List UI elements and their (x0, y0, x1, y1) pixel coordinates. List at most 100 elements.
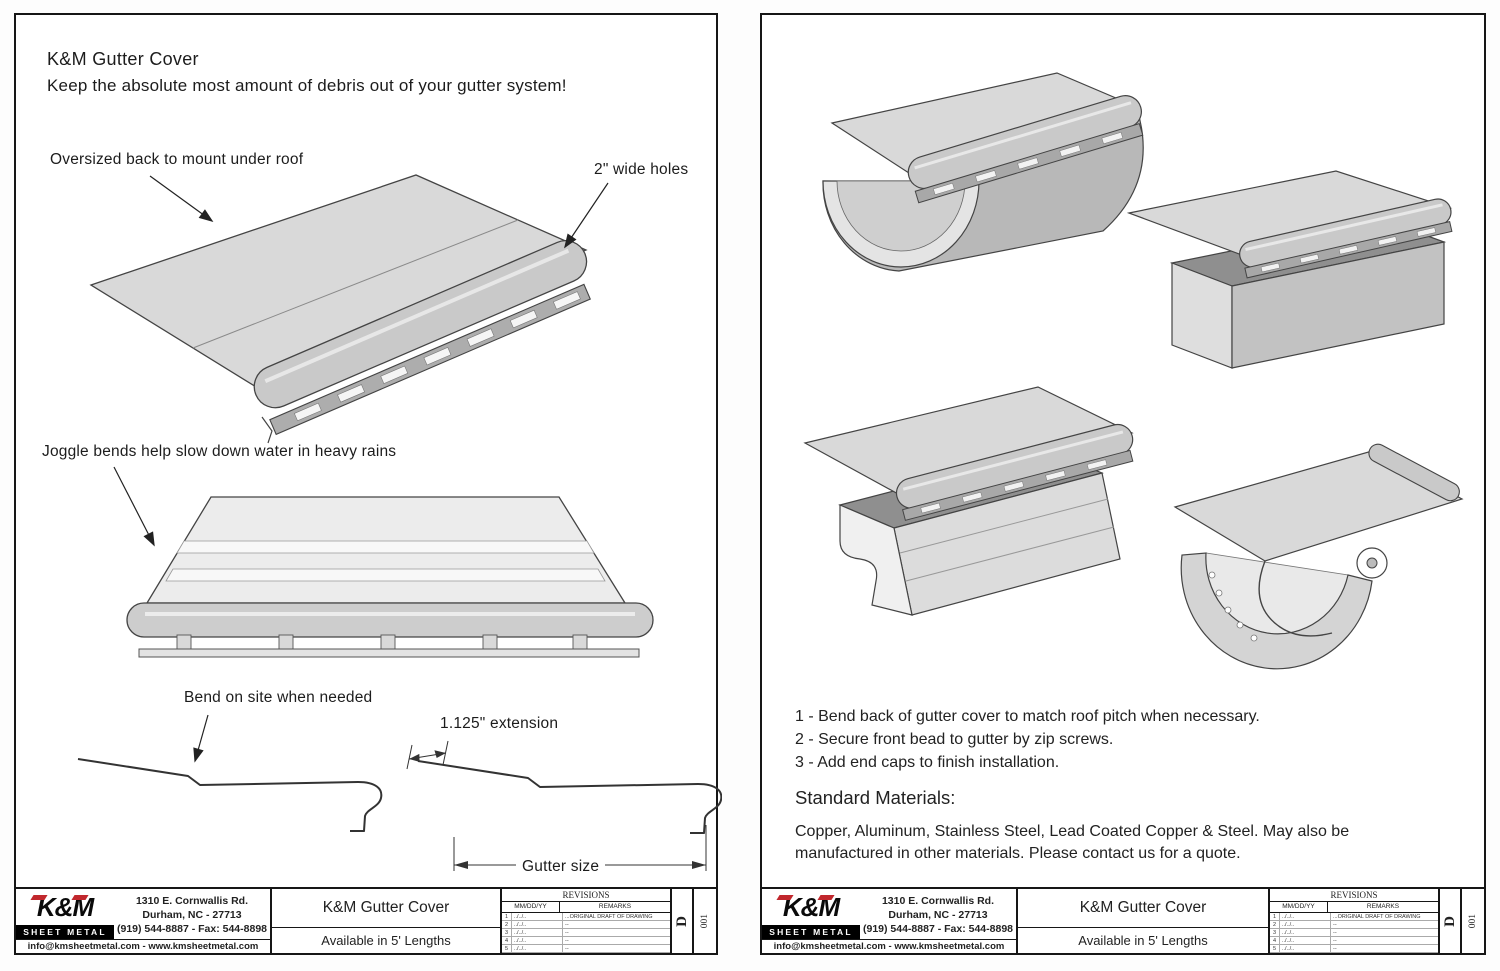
half-round-gutter-drawing (822, 72, 1144, 272)
hanger-clip (1356, 547, 1388, 579)
drawing-title-cell: K&M Gutter Cover Available in 5' Lengths (1018, 889, 1270, 953)
joggle-band-1 (176, 540, 595, 554)
label-extension-dim: 1.125" extension (440, 715, 559, 732)
address-line-1: 1310 E. Cornwallis Rd. (135, 895, 249, 907)
gutter-front-face (1231, 241, 1445, 369)
sheet-letter-cell: D (672, 889, 694, 953)
address-line-2: Durham, NC - 27713 (888, 909, 988, 921)
address-line-3: (919) 544-8887 - Fax: 544-8898 (116, 923, 267, 935)
label-gutter-size-dim: Gutter size (516, 858, 606, 876)
materials-heading: Standard Materials: (795, 787, 956, 808)
address-line-1: 1310 E. Cornwallis Rd. (881, 895, 995, 907)
hanger-rail (138, 648, 640, 658)
revision-row: 1../../.....ORIGINAL DRAFT OF DRAWING (1270, 913, 1438, 921)
cover-back-sheet (1173, 450, 1464, 562)
label-oversized-back: Oversized back to mount under roof (50, 151, 304, 168)
drawing-title: K&M Gutter Cover (272, 889, 500, 928)
tab (380, 634, 396, 651)
end-hook (261, 416, 273, 444)
revision-row: 3../../..-- (502, 929, 670, 937)
revisions-table: REVISIONS MM/DD/YY REMARKS 1../../.....O… (1270, 889, 1440, 953)
front-bead (895, 423, 1134, 509)
installation-instructions: 1 - Bend back of gutter cover to match r… (795, 705, 1260, 774)
profile-left (77, 758, 383, 832)
gutter-end-cap (839, 504, 913, 616)
sheet-number-cell: 001 (1462, 889, 1484, 953)
instruction-3: 3 - Add end caps to finish installation. (795, 754, 1060, 771)
rivet-hole (1208, 571, 1216, 579)
tab (176, 634, 192, 651)
drawing-title-cell: K&M Gutter Cover Available in 5' Lengths (272, 889, 502, 953)
drawing-subtitle: Available in 5' Lengths (321, 933, 451, 948)
fold-line (192, 219, 519, 349)
drawing-subtitle: Available in 5' Lengths (1078, 933, 1208, 948)
title-block-company: K&M SHEET METAL 1310 E. Cornwallis Rd. D… (16, 889, 272, 953)
revisions-title: REVISIONS (1270, 889, 1438, 902)
rivet-hole (1250, 634, 1258, 642)
revision-row: 1../../.....ORIGINAL DRAFT OF DRAWING (502, 913, 670, 921)
revision-row: 2../../..-- (502, 921, 670, 929)
rivet-hole (1224, 606, 1232, 614)
cover-back-sheet (803, 386, 1134, 496)
revision-row: 3../../..-- (1270, 929, 1438, 937)
joggle-band-2 (165, 568, 606, 582)
tab (572, 634, 588, 651)
instruction-1: 1 - Bend back of gutter cover to match r… (795, 708, 1260, 725)
revisions-table: REVISIONS MM/DD/YY REMARKS 1../../.....O… (502, 889, 672, 953)
revisions-col-remarks: REMARKS (598, 903, 632, 910)
sheet-number-cell: 001 (694, 889, 716, 953)
perforated-strip (1244, 221, 1453, 279)
rolled-edge (1368, 443, 1460, 502)
revision-row: 5../../..-- (502, 945, 670, 953)
label-joggle-bends: Joggle bends help slow down water in hea… (42, 443, 397, 460)
contact-line: info@kmsheetmetal.com - www.kmsheetmetal… (762, 939, 1016, 953)
front-view-drawing (126, 496, 654, 658)
title-block: K&M SHEET METAL 1310 E. Cornwallis Rd. D… (16, 887, 716, 953)
revisions-col-remarks: REMARKS (1366, 903, 1400, 910)
profile-drawings (77, 740, 722, 871)
cover-curve (1258, 560, 1333, 637)
perforated-strip (269, 283, 591, 436)
wrapped-half-round-drawing (1173, 443, 1464, 670)
revision-row: 4../../..-- (502, 937, 670, 945)
sheet-letter: D (673, 915, 690, 927)
front-bead (253, 240, 588, 409)
revision-row: 2../../..-- (1270, 921, 1438, 929)
title-block: K&M SHEET METAL 1310 E. Cornwallis Rd. D… (762, 887, 1484, 953)
gutter-wrap (1180, 552, 1373, 670)
logo-subtext: SHEET METAL (762, 925, 860, 939)
revisions-title: REVISIONS (502, 889, 670, 902)
rivet-hole (1236, 621, 1244, 629)
revisions-col-date: MM/DD/YY (1270, 902, 1328, 912)
cover-back-sheet (89, 174, 588, 391)
logo-subtext: SHEET METAL (16, 925, 114, 939)
label-bend-on-site: Bend on site when needed (184, 689, 373, 706)
km-sheet-metal-logo: K&M SHEET METAL (762, 889, 860, 939)
address-line-2: Durham, NC - 27713 (142, 909, 242, 921)
tab (482, 634, 498, 651)
sheet-number: 001 (700, 913, 710, 929)
sheet-number: 001 (1468, 913, 1478, 929)
revisions-col-date: MM/DD/YY (502, 902, 560, 912)
company-address: 1310 E. Cornwallis Rd. Durham, NC - 2771… (114, 889, 270, 939)
k-style-gutter-drawing (803, 386, 1134, 616)
rivet-hole (1215, 589, 1223, 597)
instruction-2: 2 - Secure front bead to gutter by zip s… (795, 731, 1114, 748)
company-address: 1310 E. Cornwallis Rd. Durham, NC - 2771… (860, 889, 1016, 939)
contact-line: info@kmsheetmetal.com - www.kmsheetmetal… (16, 939, 270, 953)
km-sheet-metal-logo: K&M SHEET METAL (16, 889, 114, 939)
sheet-letter: D (1441, 915, 1458, 927)
label-wide-holes: 2" wide holes (594, 161, 689, 178)
isometric-gutter-cover-drawing (89, 174, 591, 444)
page-subtitle: Keep the absolute most amount of debris … (47, 76, 567, 95)
sheet-page-2: 1 - Bend back of gutter cover to match r… (760, 13, 1486, 955)
perforated-strip (902, 449, 1134, 521)
revision-row: 4../../..-- (1270, 937, 1438, 945)
sheet-letter-cell: D (1440, 889, 1462, 953)
page-title: K&M Gutter Cover (47, 49, 199, 69)
perforated-strip (914, 122, 1144, 204)
materials-body: Copper, Aluminum, Stainless Steel, Lead … (795, 823, 1350, 862)
box-gutter-drawing (1126, 170, 1453, 369)
drawing-title: K&M Gutter Cover (1018, 889, 1268, 928)
tab (278, 634, 294, 651)
